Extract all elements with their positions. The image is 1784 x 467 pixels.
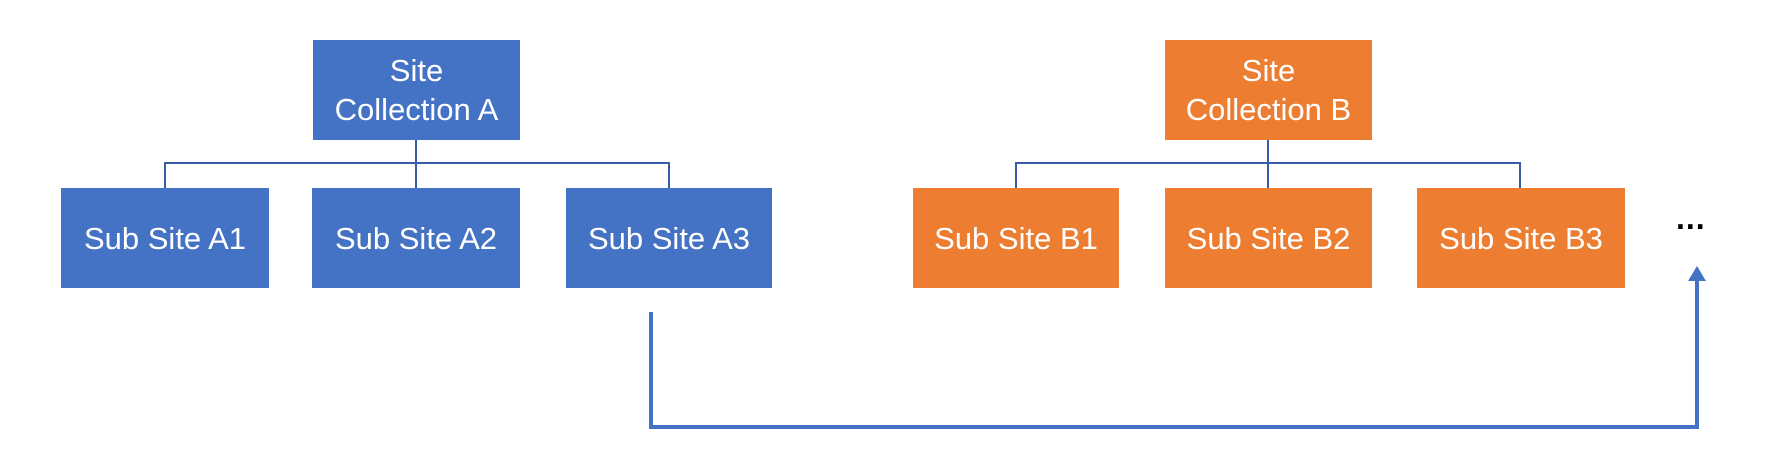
tree-b-stub-b3-line: [1519, 162, 1521, 188]
node-sub-site-b2: Sub Site B2: [1165, 188, 1372, 288]
node-label: Sub Site B1: [934, 220, 1098, 256]
tree-a-stub-a1-line: [164, 162, 166, 188]
tree-a-stub-a3-line: [668, 162, 670, 188]
node-label-line: Collection A: [334, 92, 499, 127]
flow-arrow-head-icon: [1688, 266, 1706, 281]
tree-a-root-stem-line: [415, 140, 417, 163]
flow-arrow-down-segment: [649, 312, 653, 429]
node-sub-site-a1: Sub Site A1: [61, 188, 269, 288]
node-label: Sub Site B3: [1439, 220, 1603, 256]
tree-a-horizontal-line: [164, 162, 670, 164]
node-sub-site-a2: Sub Site A2: [312, 188, 520, 288]
node-label-line: Collection B: [1185, 92, 1352, 127]
node-sub-site-b1: Sub Site B1: [913, 188, 1119, 288]
tree-b-stub-b1-line: [1015, 162, 1017, 188]
node-site-collection-b: Site Collection B: [1165, 40, 1372, 140]
node-label: Sub Site A3: [587, 220, 750, 256]
node-sub-site-a3: Sub Site A3: [566, 188, 772, 288]
node-label: Sub Site A2: [334, 220, 497, 256]
node-label-line: Site: [1241, 53, 1296, 88]
node-site-collection-a: Site Collection A: [313, 40, 520, 140]
node-sub-site-b3: Sub Site B3: [1417, 188, 1625, 288]
node-label: Sub Site A1: [83, 220, 246, 256]
node-label-line: Site: [389, 53, 444, 88]
tree-b-root-stem-line: [1267, 140, 1269, 163]
node-label: Sub Site B2: [1186, 220, 1351, 256]
tree-b-stub-b2-line: [1267, 162, 1269, 188]
flow-arrow-up-segment: [1695, 279, 1699, 429]
more-items-ellipsis: ...: [1676, 200, 1706, 236]
tree-a-stub-a2-line: [415, 162, 417, 188]
flow-arrow-horizontal-segment: [649, 425, 1699, 429]
